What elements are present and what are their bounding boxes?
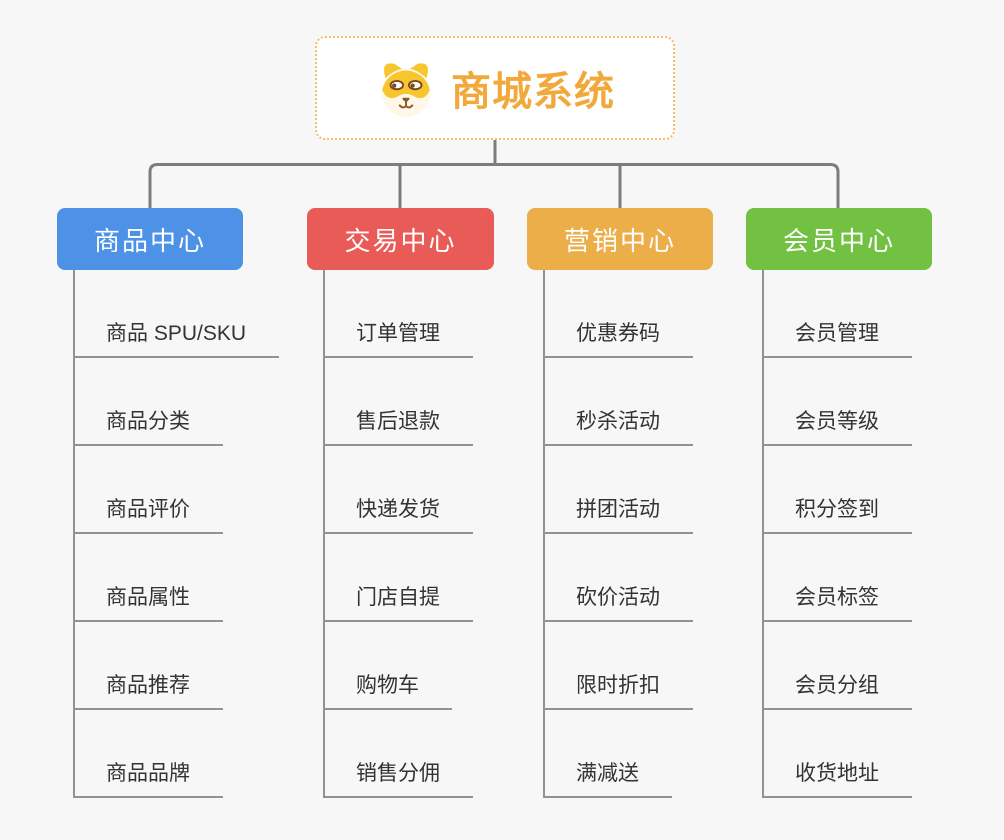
child-row: 商品品牌 — [75, 710, 243, 798]
child-row: 商品评价 — [75, 446, 243, 534]
child-node-member-center-2[interactable]: 积分签到 — [764, 493, 912, 534]
child-node-product-center-1[interactable]: 商品分类 — [75, 405, 223, 446]
child-node-member-center-4[interactable]: 会员分组 — [764, 669, 912, 710]
child-row: 门店自提 — [325, 534, 494, 622]
child-node-marketing-center-4[interactable]: 限时折扣 — [545, 669, 693, 710]
child-row: 快递发货 — [325, 446, 494, 534]
branch-column-product-center: 商品中心商品 SPU/SKU 商品分类商品评价商品属性商品推荐商品品牌 — [57, 208, 280, 798]
child-node-trade-center-3[interactable]: 门店自提 — [325, 581, 473, 622]
child-row: 购物车 — [325, 622, 494, 710]
child-node-marketing-center-2[interactable]: 拼团活动 — [545, 493, 693, 534]
child-row: 砍价活动 — [545, 534, 713, 622]
child-node-trade-center-1[interactable]: 售后退款 — [325, 405, 473, 446]
child-row: 销售分佣 — [325, 710, 494, 798]
branch-column-member-center: 会员中心会员管理会员等级积分签到会员标签会员分组收货地址 — [746, 208, 932, 798]
child-row: 售后退款 — [325, 358, 494, 446]
child-row: 商品属性 — [75, 534, 243, 622]
branch-node-product-center[interactable]: 商品中心 — [57, 208, 243, 270]
child-node-member-center-5[interactable]: 收货地址 — [764, 757, 912, 798]
child-node-marketing-center-0[interactable]: 优惠券码 — [545, 317, 693, 358]
branch-column-marketing-center: 营销中心优惠券码秒杀活动拼团活动砍价活动限时折扣满减送 — [527, 208, 713, 798]
child-row: 会员管理 — [764, 270, 932, 358]
root-label: 商城系统 — [451, 70, 615, 114]
root-node[interactable]: 商城系统 — [315, 36, 675, 140]
child-row: 限时折扣 — [545, 622, 713, 710]
child-node-marketing-center-5[interactable]: 满减送 — [545, 757, 672, 798]
branch-label: 交易中心 — [344, 225, 457, 256]
children-group-member-center: 会员管理会员等级积分签到会员标签会员分组收货地址 — [762, 270, 932, 798]
child-row: 会员标签 — [764, 534, 932, 622]
child-node-trade-center-2[interactable]: 快递发货 — [325, 493, 473, 534]
child-row: 收货地址 — [764, 710, 932, 798]
child-node-product-center-5[interactable]: 商品品牌 — [75, 757, 223, 798]
child-node-marketing-center-1[interactable]: 秒杀活动 — [545, 405, 693, 446]
branch-label: 会员中心 — [782, 225, 895, 256]
child-row: 拼团活动 — [545, 446, 713, 534]
child-node-member-center-1[interactable]: 会员等级 — [764, 405, 912, 446]
branch-node-marketing-center[interactable]: 营销中心 — [527, 208, 713, 270]
children-group-product-center: 商品 SPU/SKU 商品分类商品评价商品属性商品推荐商品品牌 — [73, 270, 280, 798]
child-node-product-center-3[interactable]: 商品属性 — [75, 581, 223, 622]
child-row: 满减送 — [545, 710, 713, 798]
dog-icon — [381, 63, 431, 118]
children-group-trade-center: 订单管理售后退款快递发货门店自提购物车销售分佣 — [323, 270, 494, 798]
branch-node-member-center[interactable]: 会员中心 — [746, 208, 932, 270]
child-node-product-center-0[interactable]: 商品 SPU/SKU — [75, 317, 280, 358]
child-node-member-center-3[interactable]: 会员标签 — [764, 581, 912, 622]
child-node-product-center-2[interactable]: 商品评价 — [75, 493, 223, 534]
child-node-trade-center-5[interactable]: 销售分佣 — [325, 757, 473, 798]
child-node-trade-center-0[interactable]: 订单管理 — [325, 317, 473, 358]
branch-label: 营销中心 — [563, 225, 676, 256]
child-row: 订单管理 — [325, 270, 494, 358]
child-row: 会员分组 — [764, 622, 932, 710]
branch-connector-line — [148, 163, 840, 211]
branch-label: 商品中心 — [93, 225, 206, 256]
child-row: 商品推荐 — [75, 622, 243, 710]
child-node-trade-center-4[interactable]: 购物车 — [325, 669, 452, 710]
children-group-marketing-center: 优惠券码秒杀活动拼团活动砍价活动限时折扣满减送 — [543, 270, 713, 798]
child-row: 商品 SPU/SKU — [75, 270, 280, 358]
branch-node-trade-center[interactable]: 交易中心 — [307, 208, 494, 270]
child-row: 商品分类 — [75, 358, 243, 446]
child-node-member-center-0[interactable]: 会员管理 — [764, 317, 912, 358]
child-node-marketing-center-3[interactable]: 砍价活动 — [545, 581, 693, 622]
branch-column-trade-center: 交易中心订单管理售后退款快递发货门店自提购物车销售分佣 — [307, 208, 494, 798]
child-row: 会员等级 — [764, 358, 932, 446]
child-row: 积分签到 — [764, 446, 932, 534]
child-row: 秒杀活动 — [545, 358, 713, 446]
child-node-product-center-4[interactable]: 商品推荐 — [75, 669, 223, 710]
child-row: 优惠券码 — [545, 270, 713, 358]
